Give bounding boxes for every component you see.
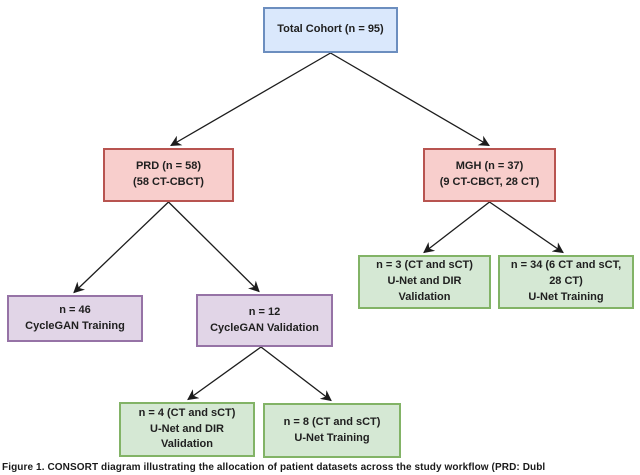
node-unet-training: n = 8 (CT and sCT) U-Net Training [263, 403, 401, 458]
figure-caption-text: CONSORT diagram illustrating the allocat… [47, 462, 546, 473]
node-total-cohort-text: Total Cohort (n = 95) [277, 23, 384, 36]
node-unet-training-line1: n = 8 (CT and sCT) [283, 415, 381, 428]
node-total-cohort: Total Cohort (n = 95) [263, 7, 398, 53]
node-mgh-unet-dir-validation: n = 3 (CT and sCT) U-Net and DIR Validat… [358, 255, 491, 309]
node-mgh-unet-dir-validation-line2: U-Net and DIR [387, 275, 462, 288]
node-unet-dir-validation-line2: U-Net and DIR [150, 422, 224, 435]
arrow-mgh-to-unet-dir-validation [423, 201, 490, 254]
node-unet-training-line2: U-Net Training [294, 431, 370, 444]
node-mgh-line2: (9 CT-CBCT, 28 CT) [439, 176, 540, 188]
node-mgh: MGH (n = 37) (9 CT-CBCT, 28 CT) [423, 148, 556, 202]
arrow-prd-to-cyclegan-validation [168, 201, 260, 293]
node-mgh-unet-training-line3: U-Net Training [528, 290, 604, 303]
node-cyclegan-training: n = 46 CycleGAN Training [7, 295, 143, 342]
arrow-total-to-prd [170, 52, 331, 147]
node-prd-line1: PRD (n = 58) [135, 160, 202, 173]
arrow-validation-to-unet-training [260, 346, 332, 402]
node-cyclegan-validation: n = 12 CycleGAN Validation [196, 294, 333, 347]
arrow-total-to-mgh [330, 52, 490, 147]
node-mgh-unet-training-line1: n = 34 (6 CT and sCT, [510, 259, 622, 272]
node-cyclegan-validation-line2: CycleGAN Validation [210, 321, 319, 334]
node-cyclegan-training-line1: n = 46 [59, 303, 91, 316]
node-mgh-unet-dir-validation-line1: n = 3 (CT and sCT) [376, 259, 473, 272]
node-unet-dir-validation-line1: n = 4 (CT and sCT) [138, 406, 236, 419]
node-mgh-unet-dir-validation-line3: Validation [398, 290, 451, 303]
node-prd: PRD (n = 58) (58 CT-CBCT) [103, 148, 234, 202]
node-mgh-line1: MGH (n = 37) [455, 160, 524, 173]
node-mgh-unet-training: n = 34 (6 CT and sCT, 28 CT) U-Net Train… [498, 255, 634, 309]
node-unet-dir-validation: n = 4 (CT and sCT) U-Net and DIR Validat… [119, 402, 255, 457]
arrow-mgh-to-unet-training [489, 201, 564, 254]
figure-caption: Figure 1. CONSORT diagram illustrating t… [2, 462, 640, 473]
node-prd-line2: (58 CT-CBCT) [133, 176, 204, 188]
figure-caption-label: Figure 1. [2, 462, 45, 473]
node-mgh-unet-training-line2: 28 CT) [549, 275, 583, 288]
arrow-prd-to-cyclegan-training [73, 201, 169, 294]
arrow-validation-to-unet-dir-validation [187, 346, 262, 401]
node-cyclegan-validation-line1: n = 12 [248, 305, 281, 318]
node-cyclegan-training-line2: CycleGAN Training [25, 319, 125, 332]
node-unet-dir-validation-line3: Validation [161, 438, 213, 451]
